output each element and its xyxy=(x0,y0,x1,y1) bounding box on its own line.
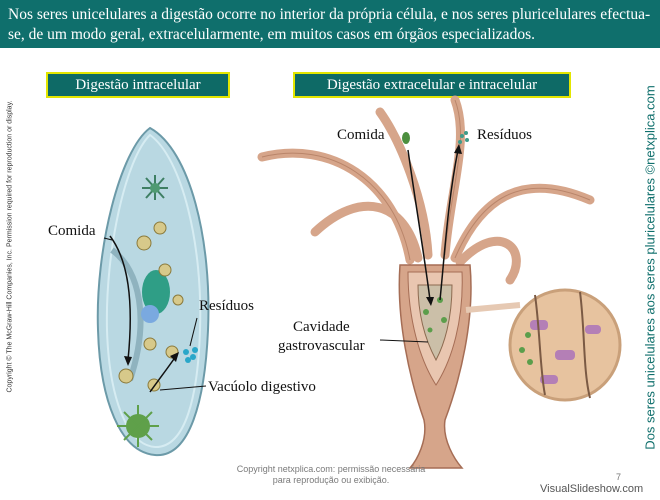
hydra-illustration xyxy=(257,95,622,469)
side-copyright-left: Copyright © The McGraw-Hill Companies, I… xyxy=(6,100,14,393)
label-comida-left: Comida xyxy=(48,223,96,239)
side-text-right: Dos seres unicelulares aos seres plurice… xyxy=(642,85,658,450)
label-residuos-right: Resíduos xyxy=(477,127,533,143)
label-cavidade: Cavidade gastrovascular xyxy=(278,319,365,354)
label-comida-right: Comida xyxy=(337,127,385,143)
slide-header: Nos seres unicelulares a digestão ocorre… xyxy=(0,0,660,48)
intracellular-title-box: Digestão intracelular xyxy=(46,72,230,98)
label-residuos-left: Resíduos xyxy=(199,298,255,314)
bottom-copyright: Copyright netxplica.com: permissão neces… xyxy=(236,464,426,485)
header-text: Nos seres unicelulares a digestão ocorre… xyxy=(8,6,651,43)
label-vacuolo: Vacúolo digestivo xyxy=(208,379,316,395)
page-number: 7 xyxy=(616,472,622,482)
extracellular-title-box: Digestão extracelular e intracelular xyxy=(293,72,571,98)
brand-watermark[interactable]: VisualSlideshow.com xyxy=(540,483,644,495)
paramecium-illustration xyxy=(96,126,210,457)
